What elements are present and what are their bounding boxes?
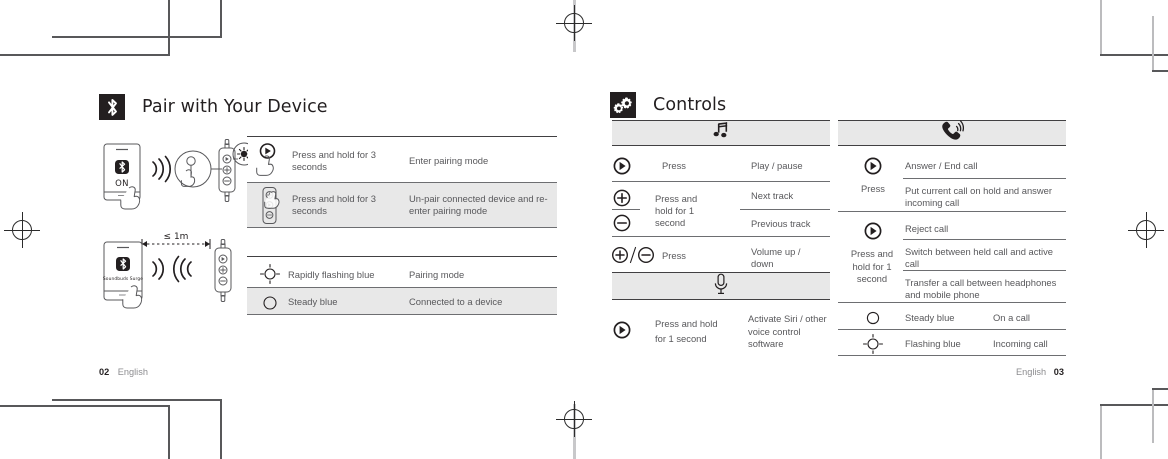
music-row-2-result: Next track xyxy=(751,190,794,201)
led-row-1-meaning: Pairing mode xyxy=(409,269,465,280)
phone-call-icon xyxy=(940,119,964,147)
microphone-icon xyxy=(713,273,729,300)
play-button-icon xyxy=(863,221,883,241)
bluetooth-icon xyxy=(99,94,125,120)
fold-line-bottom xyxy=(573,404,576,459)
action-row-2-action: Press and hold for 3 seconds xyxy=(292,193,376,217)
flashing-led-icon xyxy=(861,333,885,355)
action-row-2-result: Un-pair connected device and re-enter pa… xyxy=(409,193,548,217)
play-button-icon xyxy=(612,156,632,176)
flashing-led-icon xyxy=(258,263,282,285)
action-row-1-action: Press and hold for 3 seconds xyxy=(292,149,376,173)
music-section-header xyxy=(612,121,830,145)
led-row-2-meaning: Connected to a device xyxy=(409,296,503,307)
music-row-4-action: Press xyxy=(662,250,686,261)
minus-button-icon xyxy=(612,213,632,233)
page-title: Controls xyxy=(653,95,727,115)
registration-mark-bottom xyxy=(556,401,592,437)
call-hold-result-3: Transfer a call between headphones and m… xyxy=(905,277,1057,301)
led-row-1-state: Rapidly flashing blue xyxy=(288,269,375,280)
led-row-2-shading xyxy=(247,288,557,314)
music-row-4-result: Volume up / down xyxy=(751,246,801,270)
call-press-action: Press xyxy=(861,183,885,194)
call-press-result-1: Answer / End call xyxy=(905,160,978,171)
plus-button-icon xyxy=(612,188,632,208)
call-press-result-2: Put current call on hold and answer inco… xyxy=(905,185,1052,209)
music-row-3-result: Previous track xyxy=(751,218,811,229)
left-page-number: 02 xyxy=(99,367,110,377)
plus-minus-button-icon xyxy=(610,245,660,265)
voice-row-1-action: Press and hold for 1 second xyxy=(655,318,718,344)
action-row-2-shading xyxy=(247,183,557,227)
left-page-language: English xyxy=(117,367,148,377)
call-hold-result-2: Switch between held call and active call xyxy=(905,246,1054,270)
gears-icon xyxy=(610,92,636,118)
svg-text:Soundbuds Surge: Soundbuds Surge xyxy=(103,276,143,282)
distance-label: ≤ 1m xyxy=(164,232,189,242)
music-row-1-action: Press xyxy=(662,160,686,171)
call-led-row-2-state: Flashing blue xyxy=(905,338,961,349)
call-hold-action: Press and hold for 1 second xyxy=(850,248,894,285)
call-led-row-1-meaning: On a call xyxy=(993,312,1030,323)
call-hold-result-1: Reject call xyxy=(905,223,949,234)
voice-row-1-result: Activate Siri / other voice control soft… xyxy=(748,313,827,350)
call-led-row-1-state: Steady blue xyxy=(905,312,955,323)
right-page-heading: Controls xyxy=(610,92,726,118)
registration-mark-right xyxy=(1128,212,1164,248)
left-page-heading: Pair with Your Device xyxy=(99,94,328,120)
music-row-2-action: Press and hold for 1 second xyxy=(655,193,698,229)
voice-section-header xyxy=(612,273,830,299)
music-note-icon xyxy=(711,122,731,144)
registration-mark-left xyxy=(4,212,40,248)
right-page-language: English xyxy=(1016,367,1047,377)
play-button-icon xyxy=(612,320,632,340)
led-row-2-state: Steady blue xyxy=(288,296,338,307)
action-row-1-result: Enter pairing mode xyxy=(409,155,489,166)
page-title: Pair with Your Device xyxy=(142,97,328,117)
pairing-illustration-top: ON xyxy=(98,138,248,238)
right-page-number: 03 xyxy=(1053,367,1064,377)
call-section-header xyxy=(838,119,1066,147)
press-three-buttons-icon xyxy=(258,186,288,226)
play-button-icon xyxy=(863,156,883,176)
steady-led-icon xyxy=(260,293,280,313)
music-row-1-result: Play / pause xyxy=(751,160,803,171)
svg-text:ON: ON xyxy=(115,179,129,189)
registration-mark-top xyxy=(556,5,592,41)
steady-led-icon xyxy=(864,309,882,327)
call-led-row-2-meaning: Incoming call xyxy=(993,338,1048,349)
left-page-footer: 02 English xyxy=(99,367,148,377)
pairing-illustration-bottom: ≤ 1m Soundbuds Surge xyxy=(98,228,248,333)
right-page-footer: English 03 xyxy=(1016,367,1064,377)
press-play-button-icon xyxy=(256,143,284,177)
